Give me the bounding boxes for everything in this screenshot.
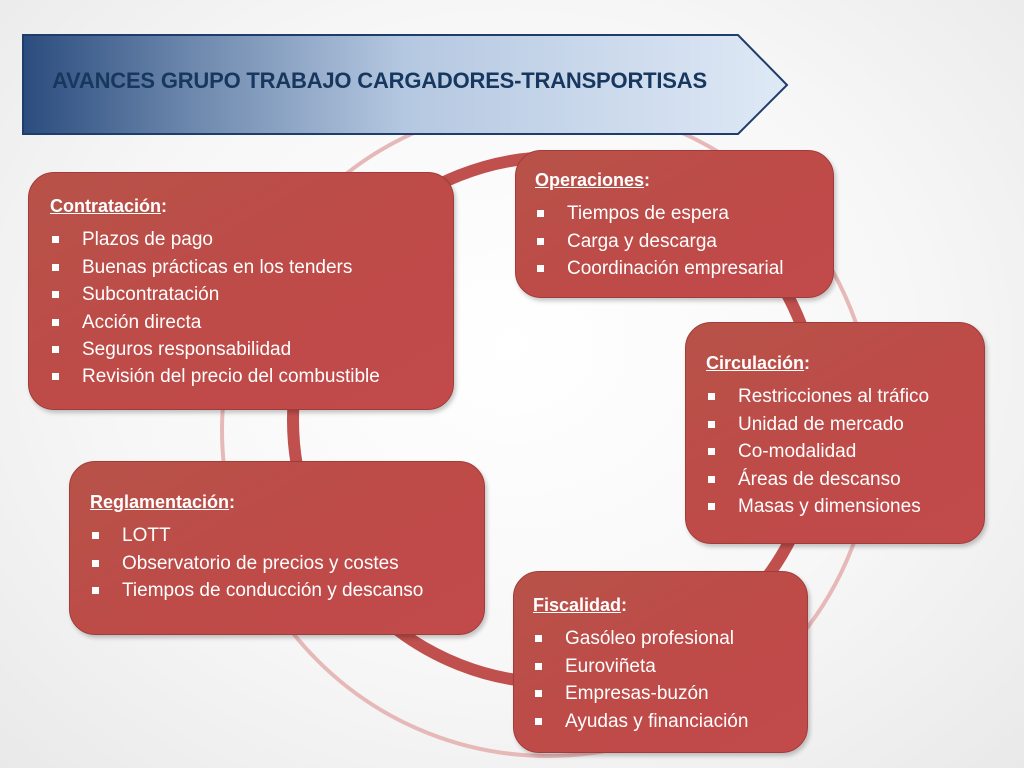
arrow-shape [22, 34, 789, 135]
list-item-text: Áreas de descanso [738, 468, 901, 490]
list-item-text: Buenas prácticas en los tenders [82, 256, 353, 278]
list-item-text: Acción directa [82, 311, 202, 333]
list-item: Tiempos de conducción y descanso [90, 577, 466, 604]
list-item: Subcontratación [50, 281, 431, 308]
list-item: Unidad de mercado [706, 411, 966, 438]
square-bullet-icon [535, 717, 542, 725]
list-item-text: Gasóleo profesional [565, 628, 734, 650]
square-bullet-icon [708, 475, 715, 483]
list-item: Seguros responsabilidad [50, 336, 431, 363]
box-title-text: Fiscalidad [533, 595, 622, 615]
square-bullet-icon [92, 559, 99, 567]
box-title-text: Operaciones [535, 170, 645, 190]
square-bullet-icon [535, 635, 542, 643]
list-item: Tiempos de espera [535, 200, 815, 227]
square-bullet-icon [708, 503, 715, 511]
square-bullet-icon [52, 236, 59, 244]
item-list: Gasóleo profesional Euroviñeta Empresas-… [533, 625, 789, 735]
square-bullet-icon [537, 237, 544, 245]
square-bullet-icon [52, 346, 59, 354]
list-item: Masas y dimensiones [706, 493, 966, 520]
box-title-text: Circulación [706, 353, 805, 373]
list-item-text: Ayudas y financiación [565, 710, 749, 732]
list-item: Co-modalidad [706, 438, 966, 465]
list-item-text: Revisión del precio del combustible [82, 366, 380, 388]
list-item-text: Observatorio de precios y costes [122, 552, 399, 574]
list-item-text: Empresas-buzón [565, 683, 709, 705]
square-bullet-icon [52, 318, 59, 326]
list-item: Acción directa [50, 309, 431, 336]
item-list: LOTT Observatorio de precios y costes Ti… [90, 522, 466, 604]
box-operaciones: Operaciones: Tiempos de espera Carga y d… [515, 150, 834, 298]
square-bullet-icon [537, 265, 544, 273]
item-list: Restricciones al tráfico Unidad de merca… [706, 383, 966, 520]
list-item-text: Restricciones al tráfico [738, 386, 930, 408]
list-item: LOTT [90, 522, 466, 549]
box-title: Reglamentación: [90, 492, 236, 512]
box-fiscalidad: Fiscalidad: Gasóleo profesional Euroviñe… [513, 571, 808, 753]
box-title-text: Contratación [50, 196, 162, 216]
list-item: Carga y descarga [535, 228, 815, 255]
list-item-text: Tiempos de conducción y descanso [122, 580, 424, 602]
square-bullet-icon [92, 532, 99, 540]
square-bullet-icon [708, 448, 715, 456]
list-item-text: LOTT [122, 525, 171, 547]
list-item: Euroviñeta [533, 653, 789, 680]
title-banner: AVANCES GRUPO TRABAJO CARGADORES-TRANSPO… [22, 34, 790, 136]
list-item-text: Euroviñeta [565, 655, 656, 677]
box-title: Circulación: [706, 353, 811, 373]
box-contratacion: Contratación: Plazos de pago Buenas prác… [28, 172, 454, 410]
list-item: Gasóleo profesional [533, 625, 789, 652]
list-item: Plazos de pago [50, 226, 431, 253]
square-bullet-icon [708, 393, 715, 401]
square-bullet-icon [535, 662, 542, 670]
list-item-text: Carga y descarga [567, 230, 717, 252]
box-title: Operaciones: [535, 170, 651, 190]
box-reglamentacion: Reglamentación: LOTT Observatorio de pre… [69, 461, 485, 635]
list-item: Buenas prácticas en los tenders [50, 254, 431, 281]
list-item-text: Seguros responsabilidad [82, 339, 292, 361]
list-item-text: Co-modalidad [738, 441, 857, 463]
list-item-text: Unidad de mercado [738, 413, 904, 435]
list-item-text: Subcontratación [82, 284, 220, 306]
box-title: Contratación: [50, 196, 168, 216]
square-bullet-icon [52, 291, 59, 299]
page-title: AVANCES GRUPO TRABAJO CARGADORES-TRANSPO… [52, 68, 707, 93]
list-item: Restricciones al tráfico [706, 383, 966, 410]
list-item: Coordinación empresarial [535, 255, 815, 282]
list-item-text: Tiempos de espera [567, 203, 729, 225]
box-title-text: Reglamentación [90, 492, 230, 512]
square-bullet-icon [92, 587, 99, 595]
square-bullet-icon [52, 373, 59, 381]
list-item-text: Masas y dimensiones [738, 496, 921, 518]
square-bullet-icon [52, 263, 59, 271]
square-bullet-icon [535, 690, 542, 698]
box-circulacion: Circulación: Restricciones al tráfico Un… [685, 322, 985, 544]
list-item: Ayudas y financiación [533, 708, 789, 735]
list-item-text: Plazos de pago [82, 229, 213, 251]
list-item: Revisión del precio del combustible [50, 363, 431, 390]
item-list: Tiempos de espera Carga y descarga Coord… [535, 200, 815, 282]
item-list: Plazos de pago Buenas prácticas en los t… [50, 226, 431, 390]
list-item: Empresas-buzón [533, 680, 789, 707]
box-title: Fiscalidad: [533, 595, 628, 615]
list-item: Observatorio de precios y costes [90, 550, 466, 577]
square-bullet-icon [537, 210, 544, 218]
list-item-text: Coordinación empresarial [567, 258, 784, 280]
list-item: Áreas de descanso [706, 466, 966, 493]
square-bullet-icon [708, 420, 715, 428]
